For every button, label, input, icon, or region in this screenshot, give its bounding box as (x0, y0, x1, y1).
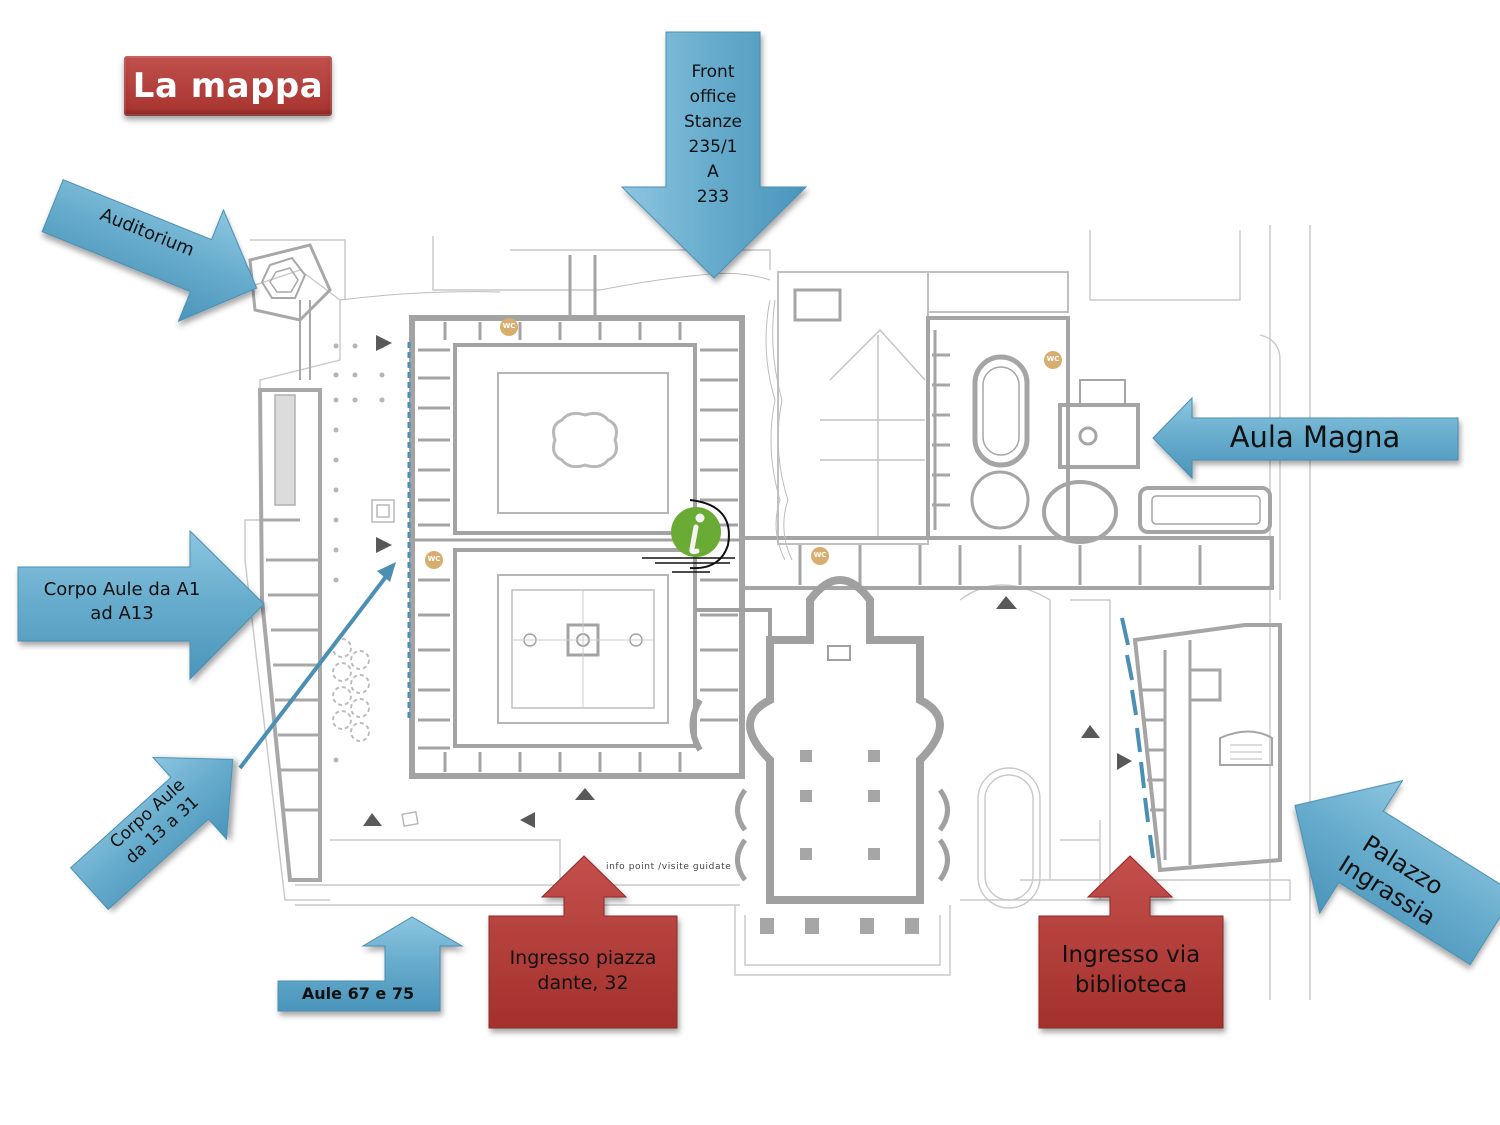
plan-garden-lines (339, 272, 793, 561)
label-line: Stanze (683, 112, 743, 132)
aule-67-75-label: Aule 67 e 75 (301, 984, 415, 1003)
page-title: La mappa (124, 56, 332, 116)
corpo-aule-a1-a13-label: Corpo Aule da A1 ad A13 (22, 578, 222, 626)
info-point-label: info point /visite guidate (606, 862, 731, 872)
plan-portico (333, 343, 385, 763)
plan-church-piers (760, 750, 919, 934)
label-line: dante, 32 (537, 972, 629, 994)
triangle-marker-icon (1081, 725, 1100, 738)
label-line: office (689, 87, 737, 107)
label-line: 235/1 (688, 137, 738, 157)
corpo-aule-a1-a13-arrow[interactable] (17, 529, 265, 681)
ingresso-piazza-dante-marker[interactable] (488, 855, 678, 1029)
triangle-marker-icons (363, 335, 1132, 828)
triangle-marker-icon (996, 596, 1017, 609)
wc-label: WC (1046, 355, 1060, 363)
wc-icon (500, 318, 518, 336)
plan-palazzo-ingrassia (1132, 623, 1282, 873)
palazzo-ingrassia-arrow[interactable] (1254, 739, 1500, 995)
label-line: Corpo Aule da A1 (43, 579, 201, 600)
wc-label: WC (427, 555, 441, 563)
wc-icon (1044, 351, 1062, 369)
wc-icon (425, 551, 443, 569)
ingresso-piazza-dante-label: Ingresso piazza dante, 32 (489, 946, 677, 996)
label-line: A (707, 162, 719, 182)
front-office-label: Front office Stanze 235/1 A 233 (666, 60, 760, 210)
front-office-arrow[interactable] (620, 31, 808, 279)
label-line: 233 (696, 187, 730, 207)
label-line: Ingresso piazza (509, 947, 657, 969)
aule-67-75-arrow[interactable] (277, 916, 464, 1012)
triangle-marker-icon (575, 788, 595, 800)
triangle-marker-icon (520, 812, 535, 828)
info-icon[interactable] (642, 499, 735, 573)
label-line: ad A13 (90, 603, 154, 624)
wc-label: WC (813, 551, 827, 559)
label-line: biblioteca (1074, 972, 1188, 998)
auditorium-arrow[interactable] (30, 150, 279, 344)
plan-circle-pattern (332, 638, 370, 742)
plan-plinths (371, 499, 419, 827)
wc-icon (811, 547, 829, 565)
plan-left-wing (248, 243, 332, 882)
triangle-marker-icon (376, 537, 392, 553)
triangle-marker-icon (363, 813, 382, 826)
triangle-marker-icon (376, 335, 392, 351)
label-line: Ingresso via (1061, 942, 1201, 968)
triangle-marker-icon (1117, 753, 1132, 770)
aula-magna-label: Aula Magna (1229, 420, 1401, 454)
wc-label: WC (502, 322, 516, 330)
wc-markers (425, 318, 1062, 569)
plan-church (689, 576, 950, 904)
ingresso-via-biblioteca-label: Ingresso via biblioteca (1039, 940, 1223, 1000)
plan-ingrassia-path (1120, 617, 1155, 859)
corpo-aule-13-31-arrow[interactable] (53, 719, 270, 930)
aula-magna-arrow[interactable] (1152, 396, 1459, 480)
plan-cloister-block (409, 255, 745, 779)
plan-east-wing (740, 271, 1274, 590)
label-line: Front (691, 62, 735, 82)
ingresso-via-biblioteca-marker[interactable] (1038, 855, 1224, 1029)
path-arrow (238, 562, 396, 770)
